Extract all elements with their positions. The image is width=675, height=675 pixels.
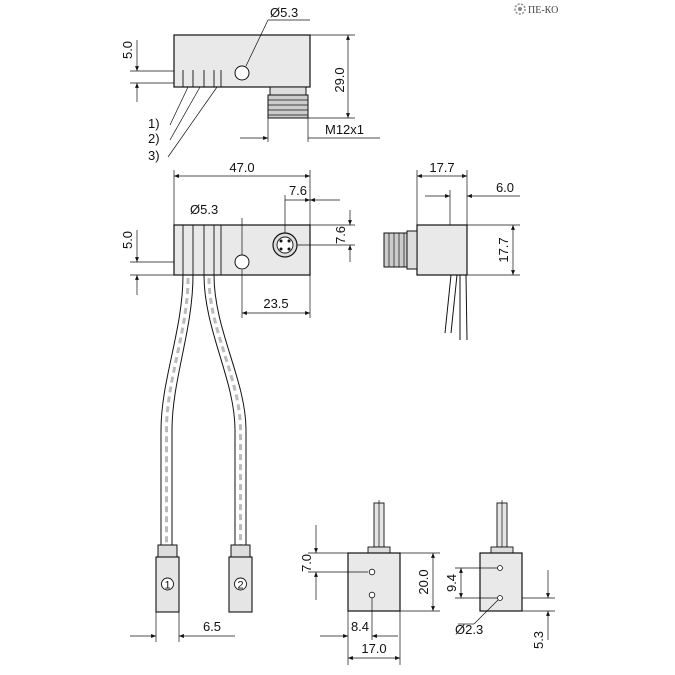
dim-label: 7.6 bbox=[289, 183, 307, 198]
dim-label: 9.4 bbox=[444, 574, 459, 592]
side-view: 17.7 6.0 17.7 bbox=[383, 160, 520, 341]
dim-label: 29.0 bbox=[332, 67, 347, 92]
dim-label: Ø2.3 bbox=[455, 622, 483, 637]
dim-label: 7.0 bbox=[299, 554, 314, 572]
sensor-plug-1: 1 bbox=[155, 544, 180, 613]
top-view: 5.0 Ø5.3 29.0 M12x1 1) 2) 3) bbox=[120, 5, 380, 163]
dim-label: 6.0 bbox=[496, 180, 514, 195]
m12-connector-face bbox=[272, 232, 298, 258]
callout-3: 3) bbox=[148, 148, 160, 163]
plug-label: 1 bbox=[164, 580, 170, 592]
dim-label: Ø5.3 bbox=[190, 202, 218, 217]
gear-icon bbox=[514, 3, 526, 15]
dim-label: 6.5 bbox=[203, 619, 221, 634]
dim-label: 17.7 bbox=[429, 160, 454, 175]
front-view: 47.0 7.6 7.6 Ø5.3 5.0 23.5 bbox=[120, 160, 355, 642]
bottom-left-view: 7.0 20.0 8.4 17.0 bbox=[299, 500, 440, 665]
dim-label: 8.4 bbox=[351, 619, 369, 634]
m12-connector bbox=[269, 86, 307, 96]
dim-label: 23.5 bbox=[263, 296, 288, 311]
dim-label: 7.6 bbox=[333, 226, 348, 244]
dim-label: 5.0 bbox=[120, 41, 135, 59]
thread-label: M12x1 bbox=[325, 122, 364, 137]
plug-label: 2 bbox=[237, 580, 243, 592]
mounting-hole bbox=[234, 65, 250, 81]
dim-label: 17.0 bbox=[361, 641, 386, 656]
callout-2: 2) bbox=[148, 131, 160, 146]
company-logo: ПЕ-КО bbox=[514, 3, 558, 16]
logo-text: ПЕ-КО bbox=[528, 5, 558, 16]
bottom-right-view: 9.4 Ø2.3 5.3 bbox=[444, 500, 555, 649]
dim-label: Ø5.3 bbox=[270, 5, 298, 20]
dim-label: 5.3 bbox=[531, 631, 546, 649]
dim-label: 5.0 bbox=[120, 231, 135, 249]
dim-label: 17.7 bbox=[496, 237, 511, 262]
dim-label: 47.0 bbox=[229, 160, 254, 175]
cable-1 bbox=[160, 274, 194, 545]
sensor-plug-2: 2 bbox=[228, 544, 253, 613]
callout-1: 1) bbox=[148, 116, 160, 131]
dim-label: 20.0 bbox=[416, 569, 431, 594]
cable-2 bbox=[203, 274, 247, 545]
mounting-hole bbox=[234, 254, 250, 270]
